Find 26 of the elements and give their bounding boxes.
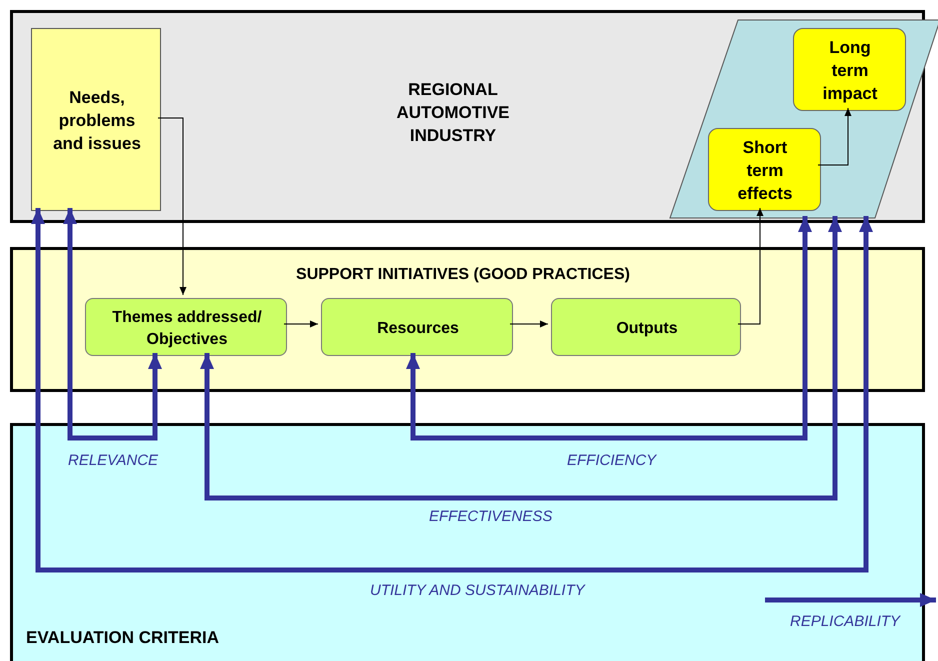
resources-box	[321, 298, 513, 356]
arrow	[738, 208, 764, 324]
initiatives-band	[10, 247, 925, 392]
needs-box	[31, 28, 161, 211]
box-label: Outputs	[615, 319, 679, 339]
arrow	[63, 208, 162, 440]
effects-box	[708, 128, 821, 211]
box-label: Themes addressed/ Objectives	[111, 308, 263, 350]
band-title: SUPPORT INITIATIVES (GOOD PRACTICES)	[295, 265, 631, 285]
box-label: Long term impact	[822, 37, 878, 105]
box-label: Short term effects	[736, 137, 794, 205]
panel-title: EVALUATION CRITERIA	[26, 628, 219, 648]
arrow	[200, 216, 842, 500]
box-label: Resources	[376, 319, 460, 339]
arrow	[406, 216, 812, 440]
arrow	[510, 320, 548, 328]
arrow	[158, 118, 186, 296]
arrow	[31, 208, 873, 572]
band-title: REGIONAL AUTOMOTIVE INDUSTRY	[395, 79, 511, 147]
arrow	[284, 320, 318, 328]
outcomes-panel	[669, 19, 938, 219]
impact-box	[793, 28, 906, 111]
box-label: Needs, problems and issues	[52, 87, 142, 155]
themes-box	[85, 298, 287, 356]
arrow	[818, 108, 852, 166]
outputs-box	[551, 298, 741, 356]
